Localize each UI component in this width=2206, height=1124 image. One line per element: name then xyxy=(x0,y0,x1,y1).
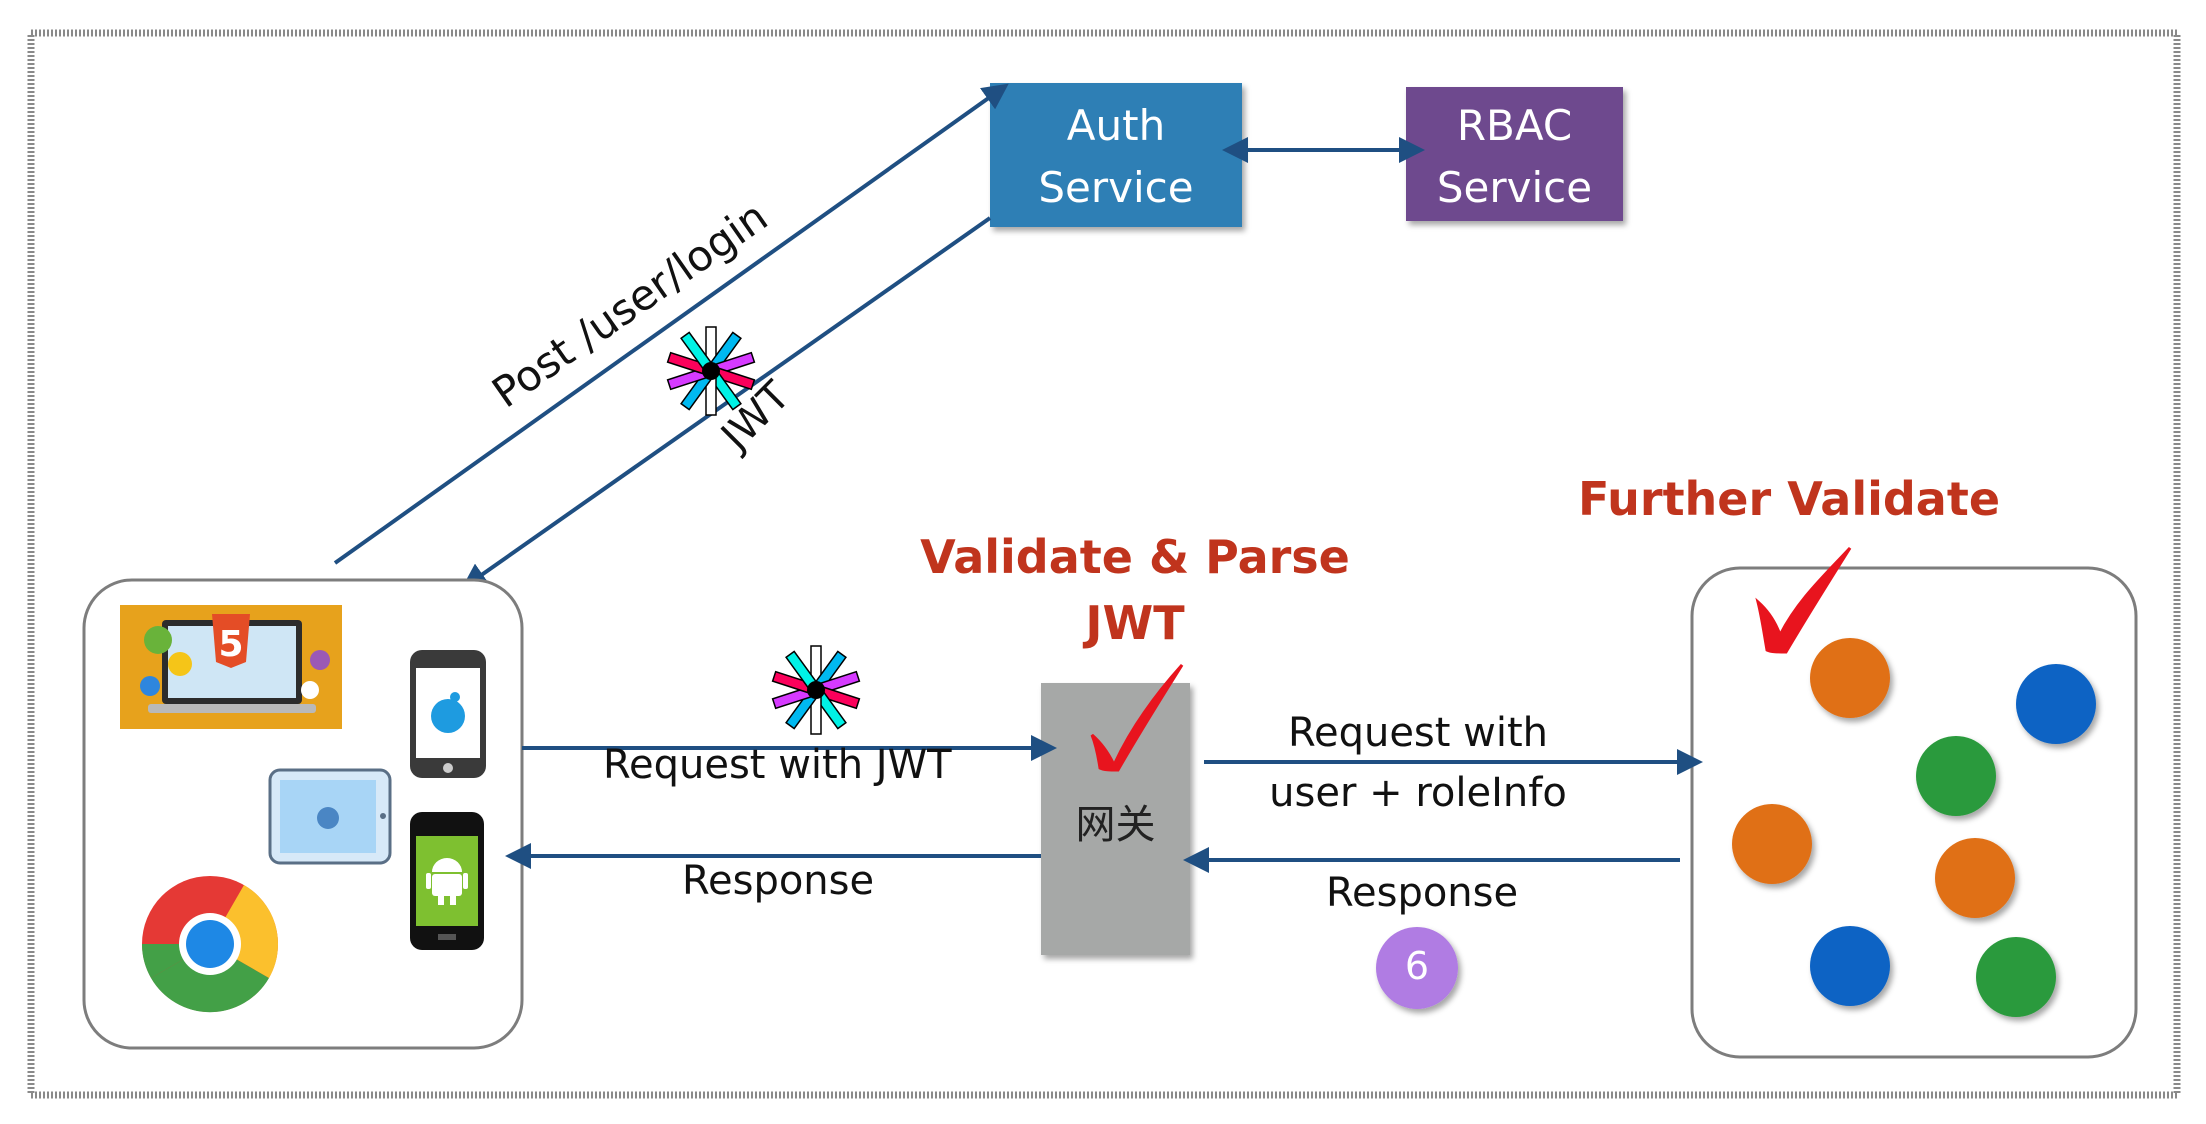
auth-service-label: Auth Service xyxy=(990,95,1242,219)
jwt-logo-icon xyxy=(771,645,861,735)
step-number: 6 xyxy=(1404,944,1430,988)
auth-service-line2: Service xyxy=(1038,163,1194,212)
rbac-service-label: RBAC Service xyxy=(1406,95,1623,219)
chrome-icon xyxy=(141,876,279,1013)
iphone-apple-icon xyxy=(410,650,486,778)
request-user-line2: user + roleInfo xyxy=(1269,770,1567,816)
ipad-apple-icon xyxy=(268,768,392,865)
validate-title-line1: Validate & Parse xyxy=(920,530,1350,584)
rbac-service-line2: Service xyxy=(1436,163,1593,212)
android-phone-icon xyxy=(410,812,484,950)
html5-laptop-icon: 5 xyxy=(120,605,342,729)
service-dots xyxy=(1732,638,2096,1017)
auth-service-box xyxy=(990,83,1242,227)
validate-title: Validate & Parse JWT xyxy=(900,524,1370,656)
jwt-logo-icon xyxy=(666,326,756,416)
gateway-label: 网关 xyxy=(1075,802,1156,848)
response-right-label: Response xyxy=(1326,870,1519,916)
rbac-service-box xyxy=(1406,87,1623,221)
request-user-line1: Request with xyxy=(1287,710,1549,756)
checkmark-icon xyxy=(1755,546,1852,654)
outer-frame xyxy=(27,29,2181,1099)
gateway-box xyxy=(1041,683,1190,955)
request-with-jwt-label: Request with JWT xyxy=(603,742,952,788)
response-left-label: Response xyxy=(682,858,875,904)
validate-title-line2: JWT xyxy=(1085,596,1185,650)
checkmark-icon xyxy=(1090,663,1184,772)
login-arrow xyxy=(333,83,1009,565)
rbac-service-line1: RBAC xyxy=(1456,101,1573,150)
request-user-label: Request with user + roleInfo xyxy=(1204,703,1632,823)
further-validate-title: Further Validate xyxy=(1578,472,2001,526)
step-badge xyxy=(1376,927,1458,1009)
svg-text:5: 5 xyxy=(218,624,243,665)
auth-service-line1: Auth xyxy=(1066,101,1166,150)
